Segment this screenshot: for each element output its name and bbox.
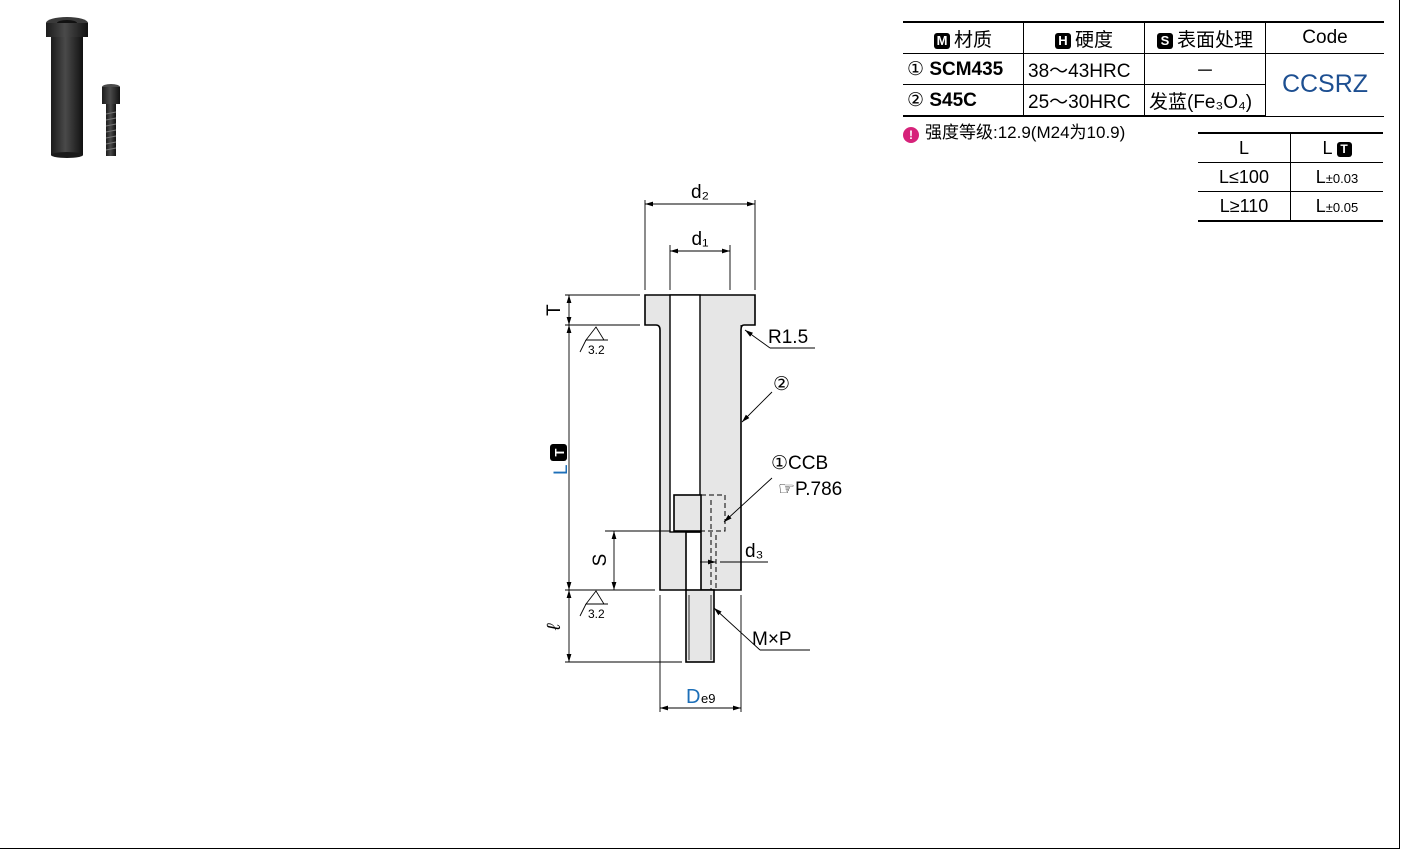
svg-text:T: T <box>552 448 567 456</box>
label-ref-page: ☞P.786 <box>778 479 842 500</box>
strength-note: !强度等级:12.9(M24为10.9) <box>903 118 1125 143</box>
label-d3: d₃ <box>745 541 763 562</box>
label-part2: ② <box>773 374 790 395</box>
m-badge-icon: M <box>933 32 950 49</box>
label-de9: D <box>686 686 700 708</box>
label-d2: d₂ <box>691 182 709 203</box>
tol-range-1: L≤100 <box>1198 162 1291 192</box>
tol-range-2: L≥110 <box>1198 191 1291 222</box>
t-badge-icon: T <box>1336 141 1352 157</box>
label-r15: R1.5 <box>768 327 808 348</box>
product-photo <box>46 17 120 158</box>
row2-material: ② S45C <box>903 84 1024 117</box>
label-ell: ℓ <box>544 623 565 631</box>
svg-text:L: L <box>551 464 572 475</box>
label-d1: d₁ <box>692 229 709 250</box>
label-lt: L T <box>550 444 572 475</box>
bore <box>669 294 701 533</box>
row1-material: ① SCM435 <box>903 53 1024 85</box>
h-badge-icon: H <box>1054 32 1071 49</box>
product-code: CCSRZ <box>1265 53 1384 117</box>
roughness-value-2: 3.2 <box>588 607 605 621</box>
label-t: T <box>544 304 565 316</box>
tol-value-2: L±0.05 <box>1290 191 1383 222</box>
tol-value-1: L±0.03 <box>1290 162 1383 192</box>
label-de9-sub: e9 <box>701 691 715 706</box>
row2-hardness: 25～30HRC <box>1023 84 1145 117</box>
row2-surface: 发蓝(Fe₃O₄) <box>1144 84 1266 117</box>
bolt-thread <box>685 589 715 663</box>
roughness-value-1: 3.2 <box>588 343 605 357</box>
label-ccb: ①CCB <box>771 453 828 474</box>
header-code: Code <box>1265 21 1384 54</box>
s-badge-icon: S <box>1156 32 1173 49</box>
row1-hardness: 38～43HRC <box>1023 53 1145 85</box>
row1-surface: － <box>1144 53 1266 85</box>
label-mxp: M×P <box>752 629 792 650</box>
warning-icon: ! <box>903 127 919 143</box>
label-s: S <box>590 554 611 567</box>
bolt-head <box>673 494 702 532</box>
